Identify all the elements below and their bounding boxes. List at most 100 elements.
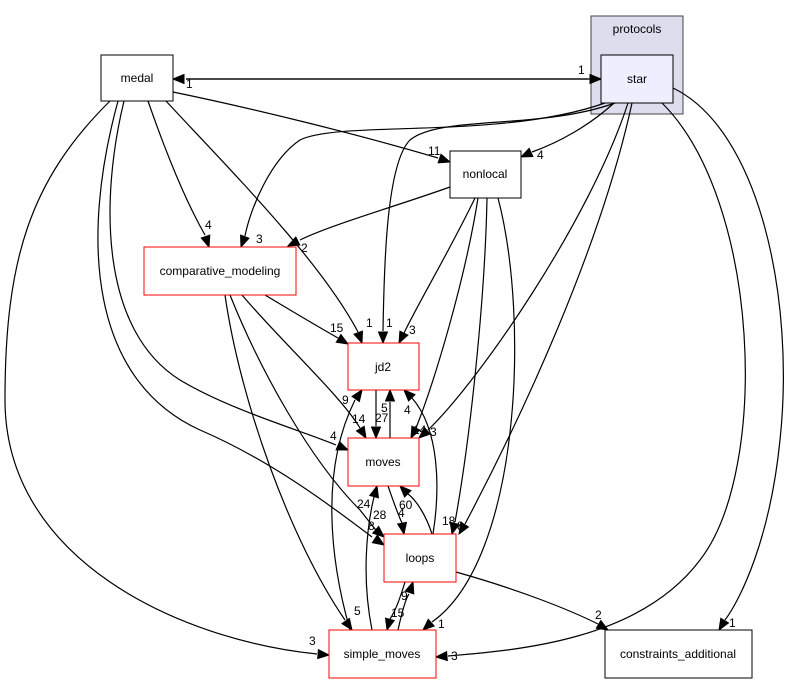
edge-jd2-moves-arrowhead (370, 426, 382, 440)
edge-comparative-moves-arrowhead (355, 425, 367, 440)
edge-comparative-jd2 (264, 294, 339, 339)
edge-moves-loops-arrowhead (396, 521, 408, 536)
node-simple-moves[interactable]: simple_moves (328, 629, 437, 679)
edge-label-medal-nonlocal: 11 (428, 144, 441, 158)
node-label-jd2: jd2 (374, 360, 391, 374)
edge-medal-nonlocal (172, 91, 439, 159)
edge-label-star-jd2: 1 (386, 316, 393, 330)
edge-medal-nonlocal-arrowhead (437, 153, 452, 164)
node-comparative-modeling[interactable]: comparative_modeling (143, 246, 297, 296)
node-constraints-additional[interactable]: constraints_additional (604, 629, 753, 679)
edge-loops-jd2-arrowhead (403, 389, 416, 402)
node-label-star: star (627, 72, 647, 86)
edge-medal-moves (109, 100, 337, 446)
edge-label-medal-loops: 8 (368, 519, 375, 533)
edge-star-loops (464, 102, 633, 525)
edge-star-loops-arrowhead (458, 521, 470, 536)
edge-label-nonlocal-moves: 14 (413, 423, 427, 437)
edge-medal-comparative (147, 100, 206, 236)
edge-star-comparative-arrowhead (240, 234, 250, 249)
edge-star-jd2 (382, 102, 616, 332)
edge-moves-jd2-arrowhead (384, 388, 396, 402)
edge-label-loops-jd2: 4 (404, 403, 411, 417)
edge-comparative-moves (241, 294, 361, 429)
edge-star-constraints-arrowhead (718, 617, 730, 632)
edge-loops-moves-arrowhead (399, 485, 412, 498)
edge-label-nonlocal-jd2: 3 (409, 323, 416, 337)
edge-star-nonlocal-arrowhead (519, 147, 534, 158)
edge-simple-moves-moves-arrowhead (368, 484, 380, 499)
edge-label-star-moves: 3 (430, 425, 437, 439)
edge-simple-moves-loops (397, 593, 410, 631)
edge-star-simple-moves (447, 102, 746, 657)
edge-nonlocal-simple-moves (431, 197, 516, 623)
edge-label-star-simple-moves: 3 (451, 649, 458, 663)
edge-nonlocal-comparative (299, 186, 451, 241)
edge-label-star-nonlocal: 4 (537, 148, 544, 162)
edge-label-star-loops: 8 (457, 519, 464, 533)
edge-label-loops-constraints: 2 (595, 608, 602, 622)
edge-label-nonlocal-simple-moves: 1 (438, 617, 445, 631)
edge-loops-moves (407, 493, 433, 535)
edge-label-loops-moves: 60 (399, 498, 413, 512)
edge-label-comparative-loops: 28 (373, 508, 387, 522)
edge-nonlocal-simple-moves-arrowhead (422, 618, 436, 631)
edge-star-simple-moves-arrowhead (434, 650, 448, 662)
node-label-moves: moves (365, 455, 400, 469)
node-jd2[interactable]: jd2 (347, 342, 420, 391)
edge-medal-simple-moves (4, 100, 318, 655)
edge-medal-moves-arrowhead (335, 440, 350, 451)
edge-label-medal-jd2: 1 (366, 316, 373, 330)
edge-label-simple-moves-moves: 24 (357, 497, 371, 511)
edge-loops-simple-moves (389, 581, 406, 620)
edge-nonlocal-loops-arrowhead (449, 521, 460, 536)
edge-simple-moves-moves (365, 496, 375, 631)
edge-star-nonlocal (531, 102, 615, 153)
edge-label-comparative-jd2: 15 (330, 321, 344, 335)
edge-comparative-loops-arrowhead (371, 525, 385, 538)
edge-label-moves-loops: 4 (398, 506, 405, 520)
edge-comparative-simple-moves (224, 294, 346, 621)
node-label-medal: medal (121, 71, 154, 85)
node-nonlocal[interactable]: nonlocal (449, 150, 522, 199)
edge-medal-star-arrowhead (589, 73, 603, 85)
node-loops[interactable]: loops (383, 533, 457, 583)
edge-simple-moves-loops-arrowhead (404, 580, 415, 595)
node-label-loops: loops (406, 551, 435, 565)
edge-star-jd2-arrowhead (377, 331, 389, 345)
edge-nonlocal-jd2 (403, 197, 476, 334)
edge-label-nonlocal-loops: 18 (442, 514, 456, 528)
edge-medal-jd2-arrowhead (353, 330, 363, 345)
node-medal[interactable]: medal (100, 54, 174, 102)
edge-label-simple-moves-loops: 9 (401, 589, 408, 603)
node-moves[interactable]: moves (347, 437, 420, 487)
edge-label-star-comparative: 3 (256, 232, 263, 246)
edge-nonlocal-jd2-arrowhead (398, 330, 409, 345)
edge-label-medal-moves: 4 (330, 429, 337, 443)
edge-comparative-simple-moves-arrowhead (341, 617, 353, 632)
edge-star-comparative (244, 102, 606, 237)
edge-label-comparative-simple-moves: 5 (354, 604, 361, 618)
edge-medal-comparative-arrowhead (200, 234, 211, 249)
node-star[interactable]: star (600, 54, 674, 104)
node-label-constraints-additional: constraints_additional (620, 647, 736, 661)
edge-label-simple-moves-jd2: 9 (342, 393, 349, 407)
edge-nonlocal-loops (454, 197, 488, 523)
edge-nonlocal-moves-arrowhead (410, 425, 421, 440)
edge-labels-layer: 1 1 11 4 4 3 2 15 1 1 3 5 27 9 4 14 4 14… (186, 63, 736, 663)
edges-layer (4, 73, 784, 662)
edge-star-moves-arrowhead (418, 426, 432, 439)
node-label-comparative-modeling: comparative_modeling (160, 264, 281, 278)
edge-nonlocal-moves (415, 197, 479, 429)
edge-star-constraints (672, 87, 784, 621)
edge-simple-moves-jd2 (331, 399, 356, 631)
node-label-simple-moves: simple_moves (344, 647, 421, 661)
edge-label-loops-simple-moves: 15 (391, 606, 405, 620)
edge-label-medal-star: 1 (186, 77, 193, 91)
edge-loops-simple-moves-arrowhead (384, 617, 396, 632)
edge-medal-loops (97, 100, 373, 538)
edge-loops-constraints-arrowhead (595, 619, 610, 631)
edge-loops-jd2 (411, 397, 438, 535)
edge-label-medal-comparative: 4 (205, 218, 212, 232)
